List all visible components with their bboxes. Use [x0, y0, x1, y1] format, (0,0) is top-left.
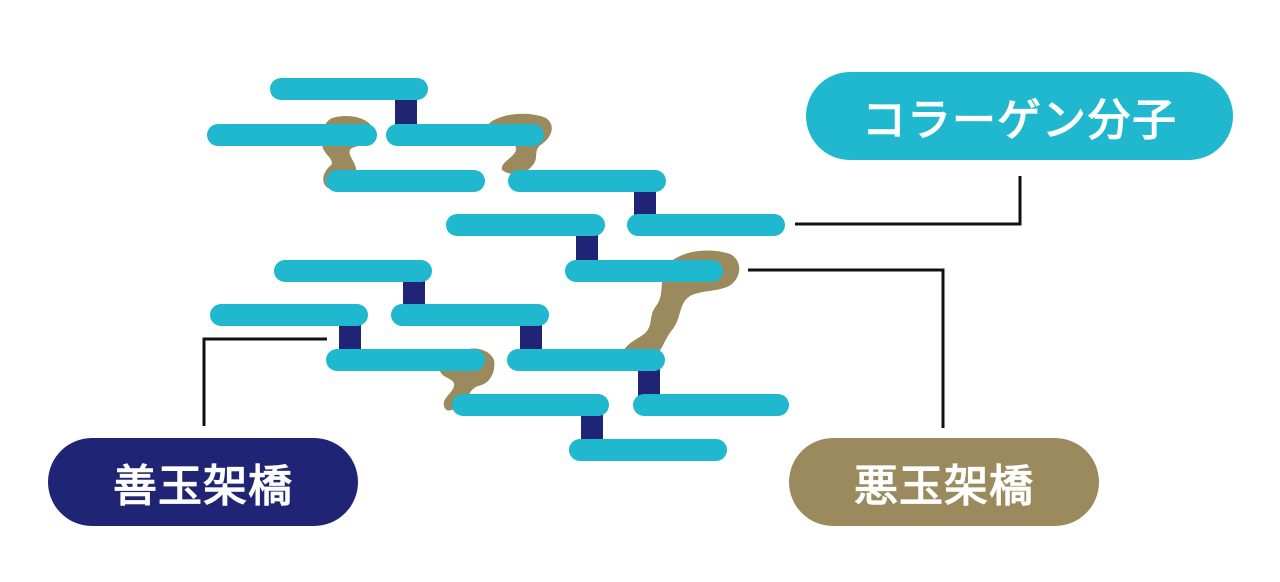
collagen-fibers: [207, 78, 789, 461]
good-crosslink-label: 善玉架橋: [48, 438, 358, 526]
leader-line-good-crosslink: [202, 337, 327, 426]
bad-crosslink-label: 悪玉架橋: [789, 438, 1099, 526]
leader-lines: [202, 176, 1022, 428]
collagen-molecule-label: コラーゲン分子: [806, 72, 1233, 160]
good-crosslink: [395, 95, 417, 133]
leader-line-collagen: [795, 176, 1022, 226]
leader-line-bad-crosslink: [748, 268, 945, 428]
